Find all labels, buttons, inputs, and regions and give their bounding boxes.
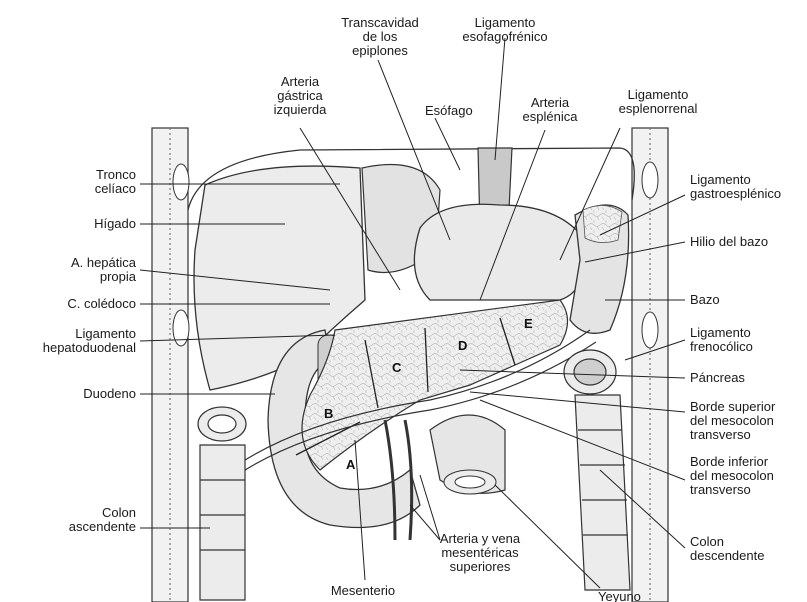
colon-ascendente [198, 407, 246, 600]
label-ligamento-hepatoduodenal: Ligamento hepatoduodenal [10, 327, 136, 355]
label-tronco-celiaco: Tronco celíaco [10, 168, 136, 196]
label-pancreas: Páncreas [690, 371, 745, 385]
right-vessel-top [642, 162, 658, 198]
segment-d: D [458, 338, 467, 353]
segment-a: A [346, 457, 356, 472]
label-bazo: Bazo [690, 293, 720, 307]
label-hepatica-propia: A. hepática propia [10, 256, 136, 284]
label-borde-inferior-mesocolon: Borde inferior del mesocolon transverso [690, 455, 774, 497]
label-ligamento-esplenorrenal: Ligamento esplenorrenal [598, 88, 718, 116]
colon-descendente [564, 350, 630, 590]
label-colon-ascendente: Colon ascendente [10, 506, 136, 534]
label-ligamento-gastroesplenico: Ligamento gastroesplénico [690, 173, 781, 201]
label-higado: Hígado [10, 217, 136, 231]
stomach [414, 204, 585, 300]
label-borde-superior-mesocolon: Borde superior del mesocolon transverso [690, 400, 775, 442]
label-transcavidad: Transcavidad de los epiplones [325, 16, 435, 58]
segment-e: E [524, 316, 533, 331]
body-wall-right [632, 128, 668, 602]
label-ligamento-esofagofrenico: Ligamento esofagofrénico [440, 16, 570, 44]
label-esofago: Esófago [425, 104, 473, 118]
label-mesenterio: Mesenterio [308, 584, 418, 598]
label-colon-descendente: Colon descendente [690, 535, 764, 563]
label-arteria-vena-mesentericas: Arteria y vena mesentéricas superiores [425, 532, 535, 574]
left-vessel-mid [173, 310, 189, 346]
right-vessel-mid [642, 312, 658, 348]
label-hilio-bazo: Hilio del bazo [690, 235, 768, 249]
segment-c: C [392, 360, 402, 375]
label-arteria-gastrica-izquierda: Arteria gástrica izquierda [255, 75, 345, 117]
left-vessel-top [173, 164, 189, 200]
label-yeyuno: Yeyuno [598, 590, 641, 602]
label-coledoco: C. colédoco [10, 297, 136, 311]
label-arteria-esplenica: Arteria esplénica [515, 96, 585, 124]
label-ligamento-frenocolico: Ligamento frenocólico [690, 326, 753, 354]
label-duodeno: Duodeno [10, 387, 136, 401]
segment-b: B [324, 406, 333, 421]
